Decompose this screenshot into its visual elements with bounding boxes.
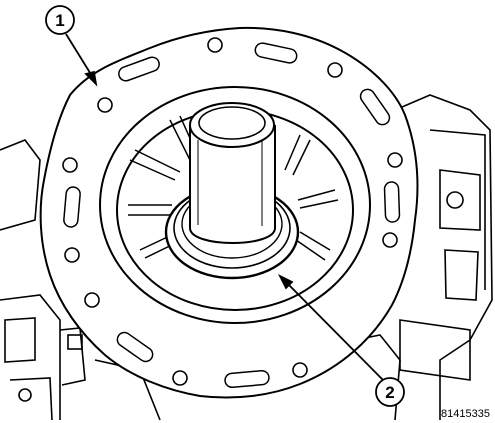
callout-2: 2 xyxy=(375,377,405,407)
callout-1: 1 xyxy=(45,5,75,35)
figure-id: 81415335 xyxy=(441,408,490,420)
flange-bolt-holes xyxy=(62,37,403,386)
callout-2-number: 2 xyxy=(385,383,394,402)
lower-housing xyxy=(0,139,161,421)
stator-shaft xyxy=(189,102,276,244)
callout-1-number: 1 xyxy=(55,11,64,30)
flange-slots xyxy=(63,42,401,389)
callout-leaders xyxy=(65,33,386,383)
